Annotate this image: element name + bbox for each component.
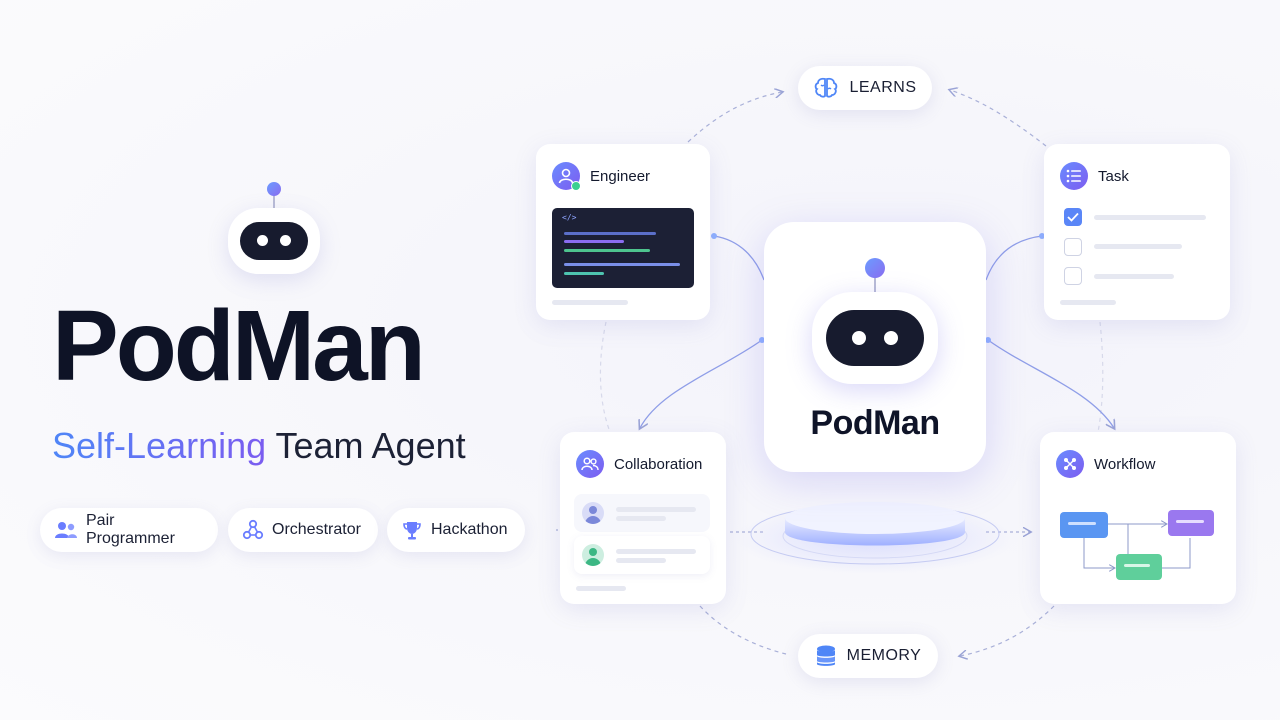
card-title: Workflow <box>1094 455 1156 473</box>
subtitle-highlight: Self-Learning <box>52 425 267 466</box>
workflow-diagram <box>1060 510 1214 580</box>
hero-robot-logo <box>224 180 324 280</box>
brand-title: PodMan <box>52 290 426 402</box>
database-icon <box>816 645 835 666</box>
avatar <box>582 544 604 566</box>
card-title: Task <box>1098 167 1129 185</box>
workflow-card[interactable]: Workflow <box>1040 432 1236 604</box>
chip-label: Pair Programmer <box>86 512 175 547</box>
code-editor-preview: </> <box>552 208 694 288</box>
chip-hackathon[interactable]: Hackathon <box>387 508 525 552</box>
task-checkbox[interactable] <box>1064 238 1082 256</box>
center-title: PodMan <box>810 404 940 442</box>
list-item <box>574 536 710 574</box>
card-title: Engineer <box>590 167 651 185</box>
chip-label: Orchestrator <box>272 521 361 538</box>
chip-orchestrator[interactable]: Orchestrator <box>228 508 378 552</box>
avatar <box>582 502 604 524</box>
task-checkbox[interactable] <box>1064 267 1082 285</box>
podium <box>735 502 1015 574</box>
user-icon <box>552 162 581 191</box>
list-icon <box>1060 162 1088 190</box>
brain-icon <box>815 77 838 98</box>
center-robot <box>812 258 938 388</box>
trophy-icon <box>403 522 421 540</box>
card-title: Collaboration <box>614 455 703 473</box>
list-item <box>574 494 710 532</box>
code-tag: </> <box>562 213 577 222</box>
task-checkbox-checked[interactable] <box>1064 208 1082 226</box>
memory-pill: MEMORY <box>798 634 938 678</box>
memory-label: MEMORY <box>846 647 922 664</box>
collaboration-card[interactable]: Collaboration <box>560 432 726 604</box>
chip-pair-programmer[interactable]: Pair Programmer <box>40 508 218 552</box>
network-icon <box>242 519 264 540</box>
subtitle-rest: Team Agent <box>275 425 466 466</box>
center-agent-card[interactable]: PodMan <box>764 222 986 472</box>
chip-label: Hackathon <box>431 521 508 538</box>
engineer-card[interactable]: Engineer </> <box>536 144 710 320</box>
learns-pill: LEARNS <box>798 66 932 110</box>
learns-label: LEARNS <box>849 79 917 96</box>
workflow-icon <box>1056 450 1084 478</box>
users-icon <box>55 522 77 538</box>
brand-subtitle: Self-Learning Team Agent <box>52 428 466 464</box>
users-icon <box>576 450 604 478</box>
task-card[interactable]: Task <box>1044 144 1230 320</box>
